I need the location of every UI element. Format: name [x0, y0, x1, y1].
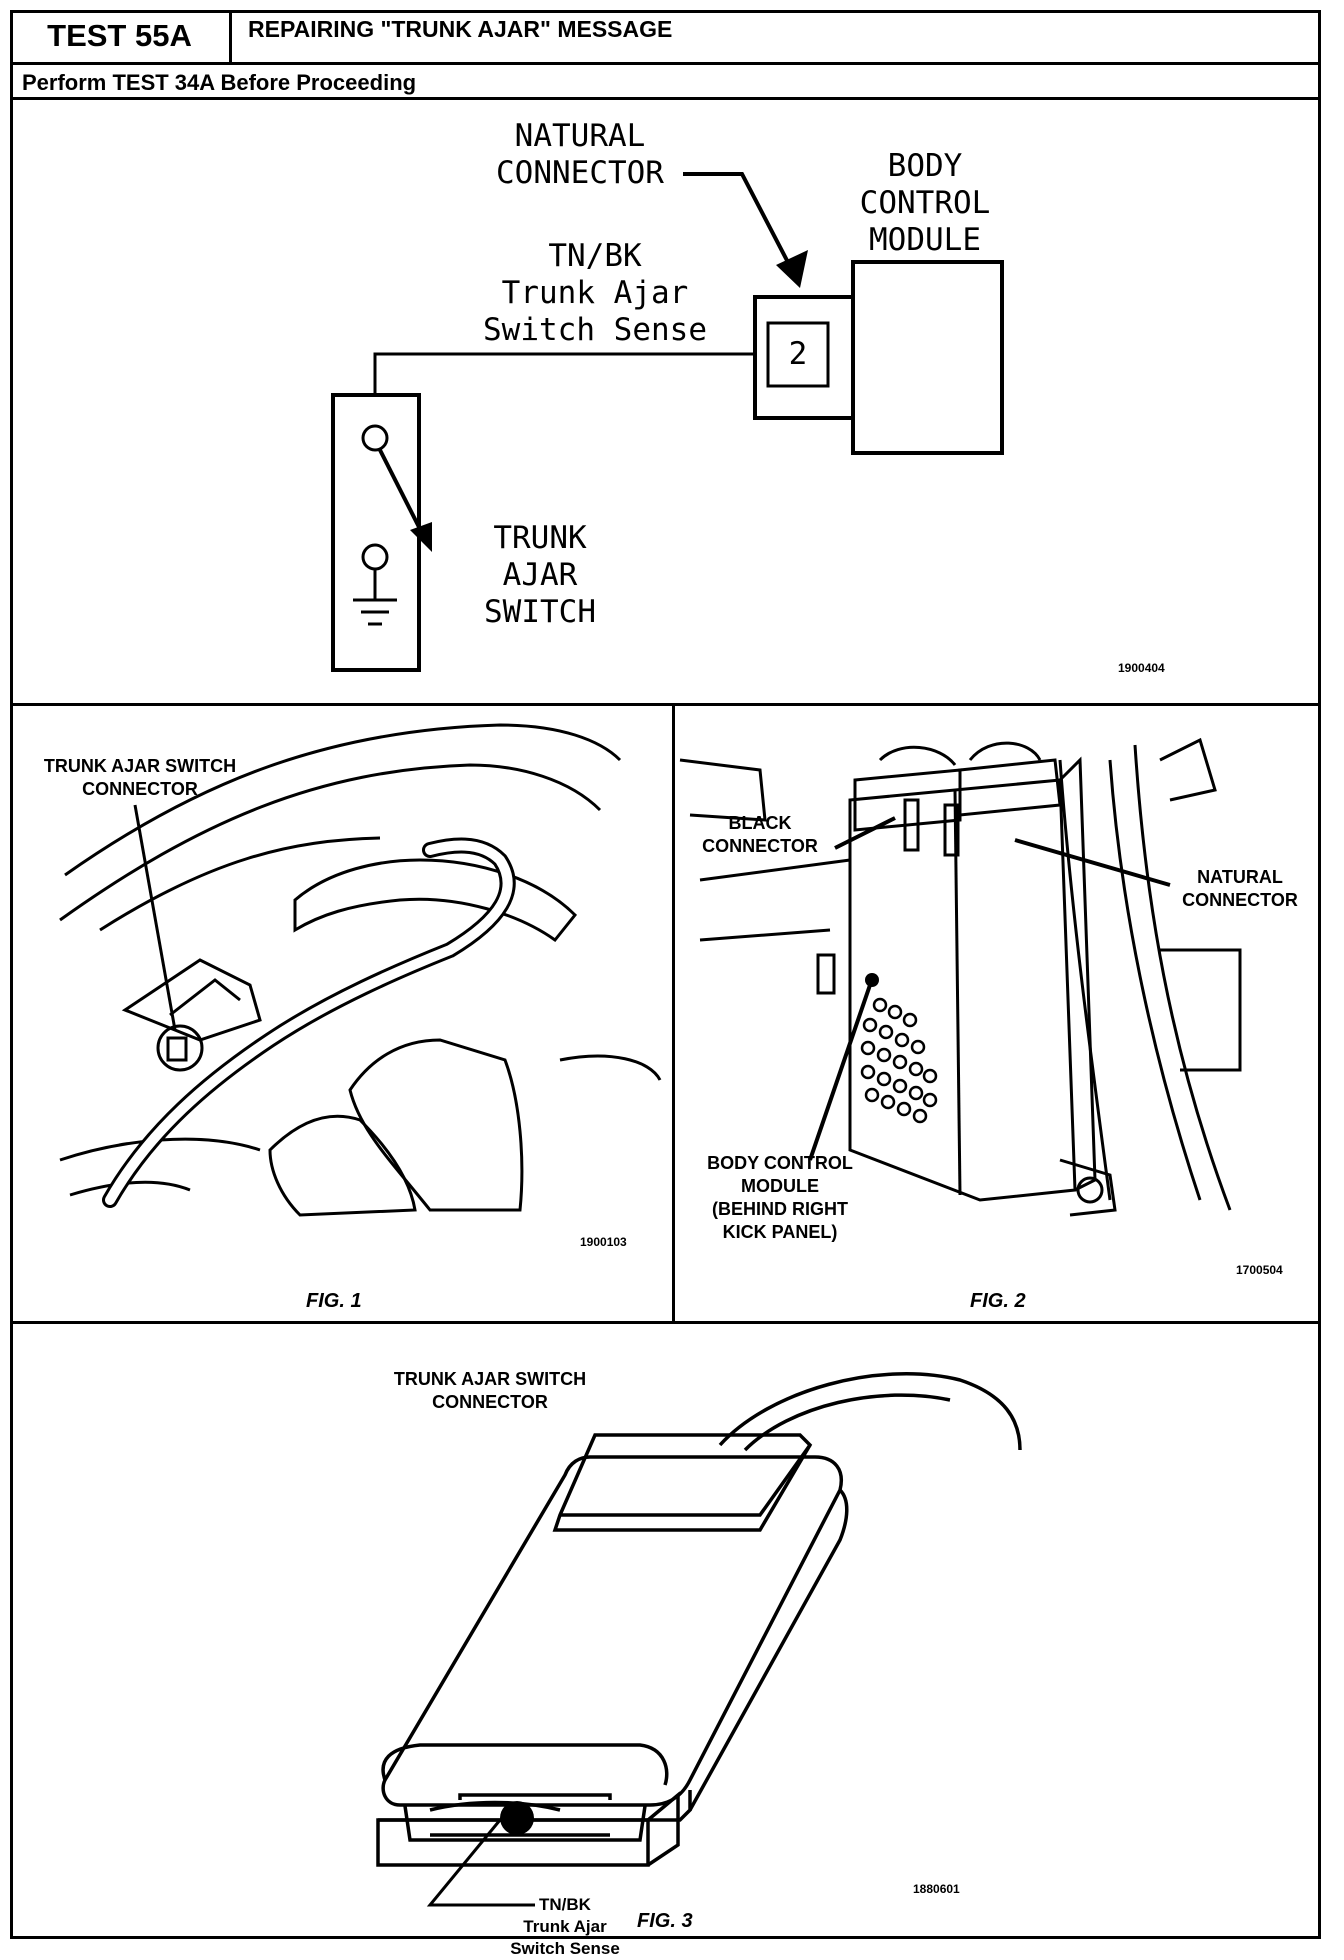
natural-connector-box [753, 295, 855, 420]
fig2-natural-connector-shape [958, 758, 1062, 817]
natural-connector-label: NATURAL CONNECTOR [496, 118, 664, 191]
connector-pointer-arrowhead [776, 250, 808, 288]
fig1-connector-circle [156, 1024, 204, 1072]
fig2-image-code: 1700504 [1236, 1263, 1283, 1277]
subheader-divider [10, 97, 1321, 100]
fig3-connector-label: TRUNK AJAR SWITCH CONNECTOR [393, 1369, 587, 1412]
wire-label: TN/BK Trunk Ajar Switch Sense [483, 238, 707, 348]
pin-2-box [766, 321, 830, 388]
fig3-caption: FIG. 3 [637, 1910, 693, 1932]
fig2-vent-holes [860, 997, 938, 1124]
page-title: REPAIRING "TRUNK AJAR" MESSAGE [248, 16, 673, 42]
prerequisite-note: Perform TEST 34A Before Proceeding [22, 70, 417, 95]
fig2-caption: FIG. 2 [970, 1290, 1026, 1312]
fig2-black-connector-shape [853, 768, 962, 832]
fig1-connector-label: TRUNK AJAR SWITCH CONNECTOR [43, 756, 237, 799]
fig1-caption: FIG. 1 [306, 1290, 362, 1312]
fig-column-divider [672, 703, 675, 1321]
fig3-image-code: 1880601 [913, 1882, 960, 1896]
bcm-label: BODY CONTROL MODULE [859, 148, 991, 258]
fig3-divider [10, 1321, 1321, 1324]
fig2-bcm-body [848, 778, 1077, 1202]
pin-number: 2 [788, 336, 808, 372]
schematic-divider [10, 703, 1321, 706]
fig2-bcm-label: BODY CONTROL MODULE (BEHIND RIGHT KICK P… [707, 1153, 853, 1242]
trunk-ajar-switch-label: TRUNK AJAR SWITCH [484, 520, 596, 630]
schematic-image-code: 1900404 [1118, 661, 1165, 675]
header-divider [10, 62, 1321, 65]
page-frame [10, 10, 1321, 1939]
fig3-pin-cavity [500, 1801, 534, 1835]
fig2-black-connector-label: BLACK CONNECTOR [702, 813, 818, 856]
fig3-connector-body [381, 1455, 843, 1807]
switch-arrowhead [410, 522, 432, 552]
fig2-natural-connector-label: NATURAL CONNECTOR [1182, 867, 1298, 910]
fig3-wire-label: TN/BK Trunk Ajar Switch Sense [510, 1895, 620, 1958]
fig1-image-code: 1900103 [580, 1235, 627, 1249]
